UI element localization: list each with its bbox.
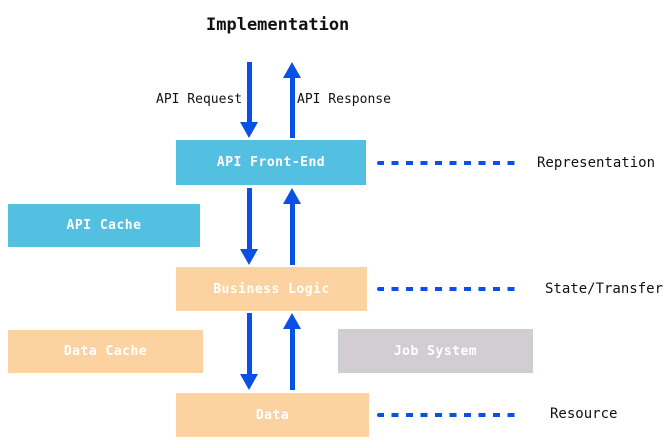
layer-label-resource: Resource (550, 406, 618, 422)
box-api-front-end: API Front-End (176, 140, 366, 185)
api-response-label: API Response (297, 92, 391, 107)
dashed-connector-state-transfer (377, 287, 521, 291)
dashed-connector-resource (377, 413, 521, 417)
layer-label-state-transfer: State/Transfer (545, 281, 664, 297)
arrow-down-icon (240, 122, 258, 138)
box-job-system: Job System (338, 329, 533, 373)
arrow-up-icon (283, 62, 301, 78)
box-data-cache: Data Cache (8, 330, 203, 373)
box-business-logic: Business Logic (176, 267, 367, 311)
arrow-down-icon (240, 374, 258, 390)
arrow-shaft (246, 313, 252, 377)
arrow-shaft (246, 188, 252, 252)
arrow-down-icon (240, 249, 258, 265)
diagram-title: Implementation (206, 15, 350, 35)
dashed-connector-representation (377, 161, 521, 165)
arrow-up-icon (283, 188, 301, 204)
api-request-label: API Request (156, 92, 243, 107)
box-data: Data (176, 393, 369, 437)
arrow-shaft (289, 75, 295, 138)
arrow-shaft (289, 201, 295, 265)
arrow-shaft (246, 62, 252, 125)
arrow-up-icon (283, 313, 301, 329)
box-api-cache: API Cache (8, 204, 200, 247)
arrow-shaft (289, 326, 295, 390)
layer-label-representation: Representation (537, 155, 656, 171)
